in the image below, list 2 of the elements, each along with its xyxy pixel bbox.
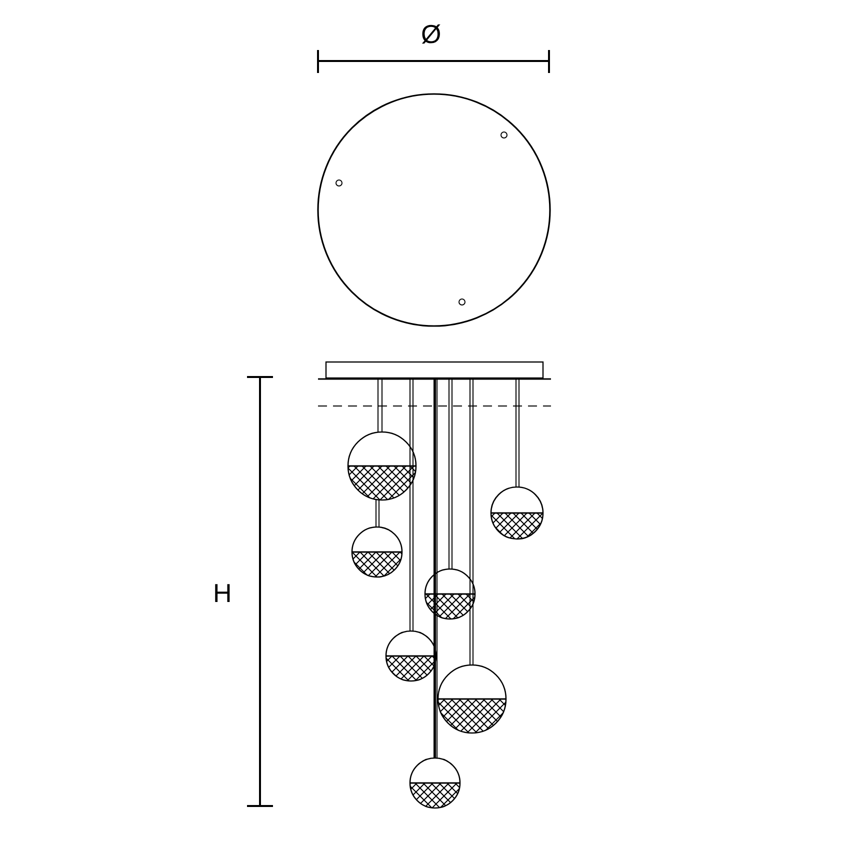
dimension-label: Ø: [421, 21, 442, 47]
dimension-label: H: [213, 580, 232, 606]
